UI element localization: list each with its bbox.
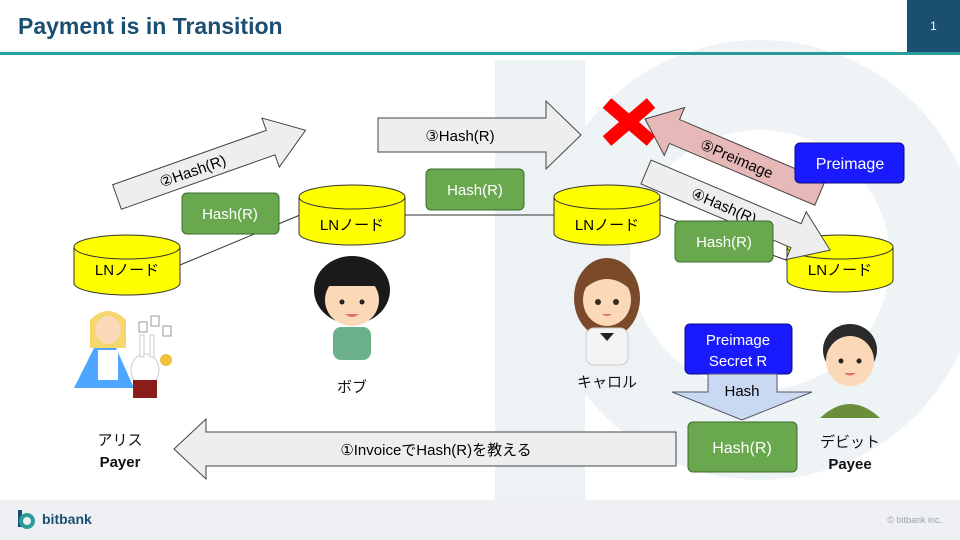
header-divider [0, 52, 960, 55]
person-alice-name: アリス [97, 432, 143, 449]
secret-box-line2: Secret R [709, 353, 768, 370]
ln-node-label: LNノード [808, 262, 872, 279]
hash-down-arrow: Hash [671, 373, 813, 421]
arrow-step1-label: ①InvoiceでHash(R)を教える [340, 442, 531, 459]
person-dave-role: Payee [828, 456, 872, 473]
ln-node-alice: LNノード [73, 234, 181, 296]
hash-box-label: Hash(R) [447, 182, 503, 199]
bob-illustration [314, 256, 390, 360]
bitbank-logo: bitbank [16, 509, 92, 529]
preimage-box-label: Preimage [816, 156, 885, 173]
alice-illustration [74, 311, 172, 398]
hash-box-label: Hash(R) [712, 440, 772, 457]
arrow-step1: ①InvoiceでHash(R)を教える [173, 417, 677, 481]
footer-bar [0, 500, 960, 540]
hash-down-arrow-label: Hash [724, 383, 759, 400]
person-dave-label: デビット Payee [810, 432, 890, 476]
copyright-text: © bitbank inc. [887, 515, 942, 525]
cross-icon [602, 98, 656, 146]
carol-illustration [574, 258, 640, 366]
bitbank-logo-text: bitbank [42, 511, 92, 527]
dave-illustration [820, 324, 880, 418]
person-carol-name: キャロル [576, 374, 637, 391]
ln-node-carol: LNノード [553, 184, 661, 246]
person-bob-name: ボブ [336, 379, 367, 396]
person-alice-role: Payer [99, 454, 141, 471]
ln-node-label: LNノード [575, 217, 639, 234]
ln-node-label: LNノード [320, 217, 384, 234]
secret-box-line1: Preimage [706, 332, 770, 349]
ln-node-bob: LNノード [298, 184, 406, 246]
page-number: 1 [907, 0, 960, 52]
hash-box-bob-carol: Hash(R) [425, 168, 525, 211]
arrow-step3: ③Hash(R) [377, 99, 582, 171]
hash-box-alice-bob: Hash(R) [181, 192, 280, 235]
hash-box-label: Hash(R) [202, 206, 258, 223]
hash-box-carol-dave: Hash(R) [674, 220, 774, 263]
hash-box-label: Hash(R) [696, 234, 752, 251]
bitbank-logo-icon [18, 510, 35, 529]
person-carol-label: キャロル [572, 372, 642, 394]
person-bob-label: ボブ [322, 377, 382, 399]
arrow-step3-label: ③Hash(R) [425, 128, 494, 145]
hash-box-dave: Hash(R) [687, 421, 798, 473]
page-title: Payment is in Transition [18, 13, 283, 39]
ln-node-label: LNノード [95, 262, 159, 279]
secret-box: Preimage Secret R [684, 323, 793, 375]
preimage-box: Preimage [794, 142, 905, 184]
person-alice-label: アリス Payer [90, 430, 150, 474]
person-dave-name: デビット [819, 434, 880, 451]
